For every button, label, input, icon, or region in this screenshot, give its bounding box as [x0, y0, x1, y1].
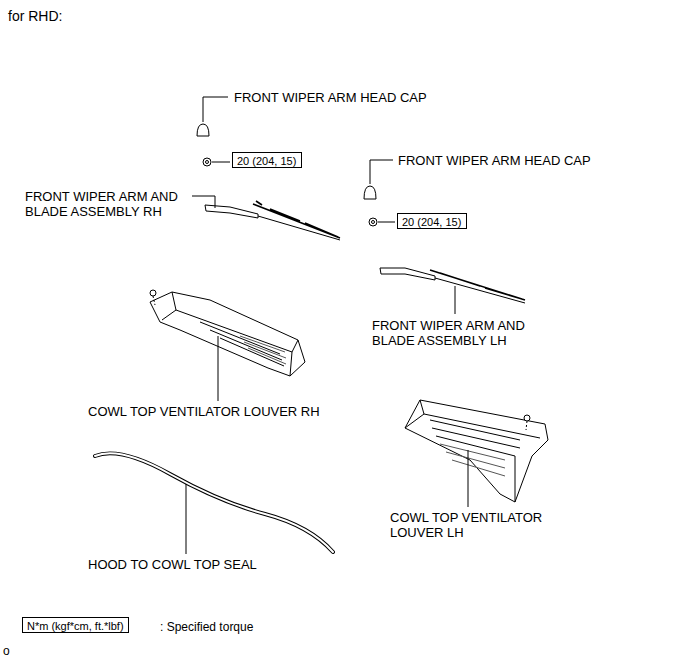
head-cap [197, 124, 209, 136]
torque-box: 20 (204, 15) [232, 152, 302, 168]
torque-box: 20 (204, 15) [397, 213, 467, 229]
part-name: COWL TOP VENTILATOR LOUVER RH [88, 404, 320, 419]
torque-value: 20 (204, 15) [402, 216, 461, 228]
torque-value: 20 (204, 15) [237, 155, 296, 167]
part-name: FRONT WIPER ARM AND BLADE ASSEMBLY LH [372, 318, 552, 348]
leader-line [378, 222, 395, 223]
leader-line [218, 336, 219, 401]
leader-line [370, 160, 393, 184]
leader-line [455, 286, 456, 314]
part-name: FRONT WIPER ARM HEAD CAP [398, 153, 591, 168]
leader-line [186, 484, 187, 554]
part-name: : Specified torque [160, 620, 253, 635]
part-name: o [3, 644, 10, 659]
leader-line [212, 162, 230, 163]
part-name: COWL TOP VENTILATOR LOUVER LH [390, 510, 570, 540]
nut [206, 161, 209, 164]
torque-box: N*m (kgf*cm, ft.*lbf) [22, 617, 129, 633]
title: for RHD: [8, 9, 62, 24]
leader-line [192, 196, 215, 208]
leader-line [468, 450, 469, 507]
seal [95, 453, 333, 552]
part-name: FRONT WIPER ARM AND BLADE ASSEMBLY RH [25, 189, 205, 219]
seal [95, 453, 333, 552]
wiper-arm [205, 201, 340, 240]
part-name: FRONT WIPER ARM HEAD CAP [234, 90, 427, 105]
leader-line [203, 97, 228, 122]
torque-value: N*m (kgf*cm, ft.*lbf) [27, 620, 124, 632]
cowl-louver [150, 290, 305, 376]
nut [369, 218, 377, 226]
wiper-arm [380, 268, 525, 303]
part-name: HOOD TO COWL TOP SEAL [88, 557, 257, 572]
nut [372, 221, 375, 224]
head-cap [364, 186, 376, 199]
cowl-louver [405, 400, 548, 502]
nut [203, 158, 211, 166]
